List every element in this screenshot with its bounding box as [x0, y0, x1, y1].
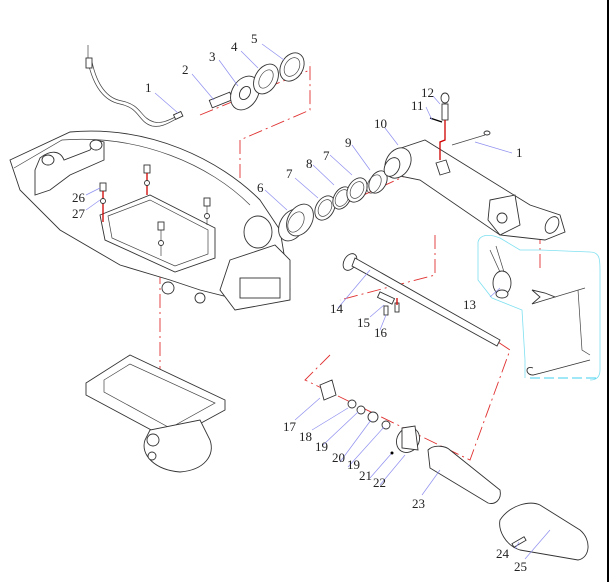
callout-19a: 19 — [315, 439, 328, 454]
callout-19b: 19 — [347, 457, 360, 472]
callout-8: 8 — [306, 156, 313, 171]
callout-27: 27 — [72, 206, 86, 221]
callout-26: 26 — [72, 190, 86, 205]
callout-21: 21 — [359, 468, 372, 483]
callout-18: 18 — [299, 429, 312, 444]
throttle-shaft — [342, 253, 501, 347]
throttle-grip-assembly — [319, 379, 589, 561]
leader-lines — [85, 43, 551, 560]
kill-switch-parts — [429, 92, 491, 160]
throttle-cable — [85, 45, 184, 127]
callout-1b: 1 — [516, 145, 523, 160]
callout-labels: 1 2 3 4 5 6 7 8 7 9 10 11 12 1 26 27 13 … — [72, 31, 527, 574]
cowl-screws — [99, 164, 211, 256]
callout-10: 10 — [374, 116, 387, 131]
callout-22: 22 — [373, 475, 386, 490]
callout-23: 23 — [412, 496, 425, 511]
callout-7b: 7 — [323, 148, 330, 163]
callout-7a: 7 — [286, 166, 293, 181]
screw-26 — [99, 182, 107, 222]
callout-24: 24 — [496, 546, 510, 561]
bushing-stack — [278, 170, 388, 242]
callout-9: 9 — [345, 135, 352, 150]
callout-17: 17 — [283, 419, 297, 434]
tiller-arm — [383, 139, 566, 241]
bottom-cowl — [9, 130, 291, 311]
callout-1a: 1 — [145, 80, 152, 95]
friction-plate-stack — [208, 52, 305, 111]
screw-top — [143, 164, 151, 195]
callout-2: 2 — [182, 62, 189, 77]
callout-14: 14 — [330, 301, 344, 316]
callout-12: 12 — [421, 85, 434, 100]
callout-20: 20 — [332, 450, 345, 465]
callout-13: 13 — [463, 297, 476, 312]
callout-11: 11 — [411, 98, 424, 113]
screw-right — [203, 197, 211, 225]
callout-6: 6 — [257, 180, 264, 195]
callout-25: 25 — [514, 559, 527, 574]
lower-mount-plate — [85, 354, 226, 473]
stop-switch-assembly — [477, 234, 601, 381]
callout-16: 16 — [374, 325, 388, 340]
callout-4: 4 — [231, 39, 238, 54]
callout-15: 15 — [357, 315, 370, 330]
callout-5: 5 — [251, 31, 258, 46]
callout-3: 3 — [209, 49, 216, 64]
screw-mid — [157, 221, 165, 256]
